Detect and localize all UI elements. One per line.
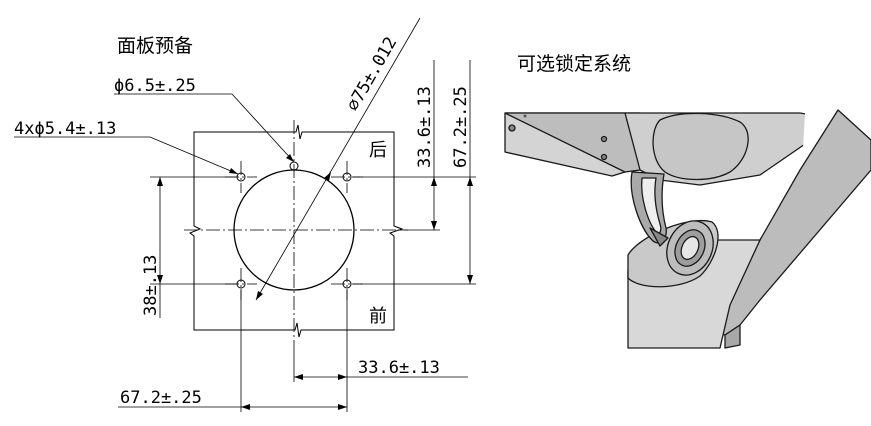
diameter-callout: ⌀75±.012 xyxy=(343,34,401,115)
bottom-inner-dimension: 33.6±.13 xyxy=(358,358,440,378)
vertical-inner-dimension: 33.6±.13 xyxy=(415,86,435,168)
panel-drawing xyxy=(14,17,476,412)
front-label: 前 xyxy=(369,306,387,327)
back-label: 后 xyxy=(369,140,387,161)
hole-callout: ϕ6.5±.25 xyxy=(114,76,196,96)
locking-system-title: 可选锁定系统 xyxy=(517,53,631,75)
locking-system-illustration xyxy=(504,109,871,349)
bolt-hole-callout: 4xϕ5.4±.13 xyxy=(14,119,116,139)
left-dimension: 38±.13 xyxy=(141,255,161,316)
panel-outline xyxy=(188,124,404,338)
centerlines xyxy=(184,120,408,342)
panel-prep-title: 面板预备 xyxy=(117,35,193,57)
vertical-outer-dimension: 67.2±.25 xyxy=(451,86,471,168)
bottom-outer-dimension: 67.2±.25 xyxy=(120,388,202,408)
